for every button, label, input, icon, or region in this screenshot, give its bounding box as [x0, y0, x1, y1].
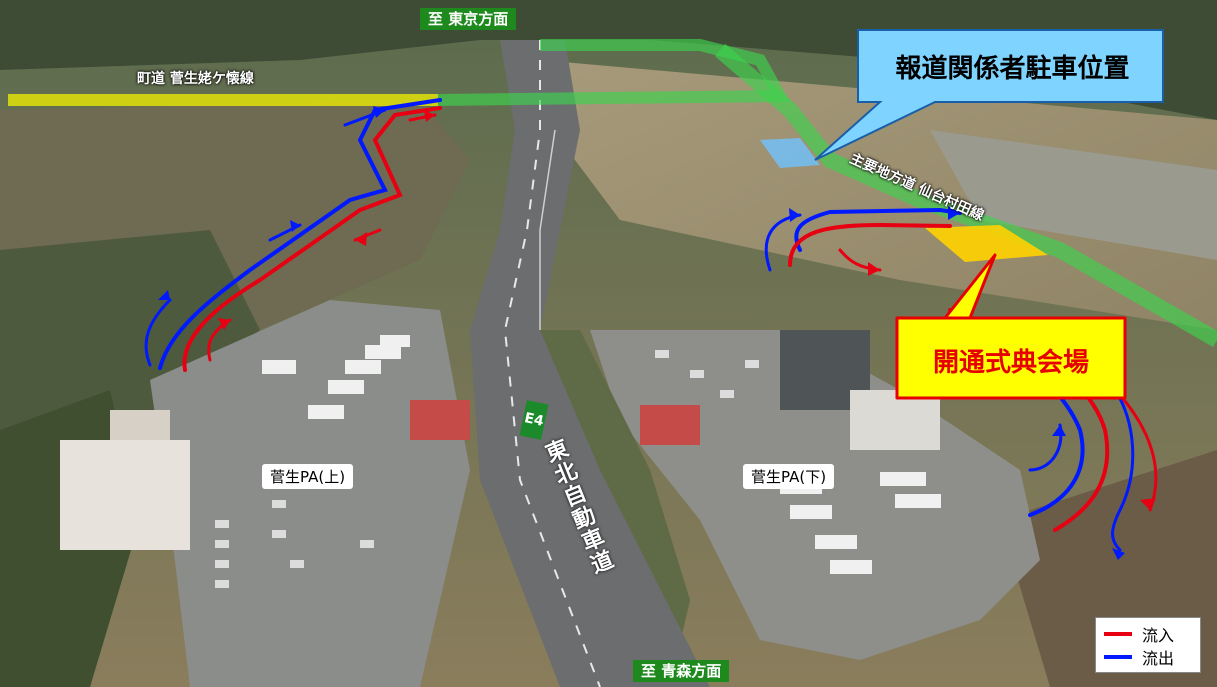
press-parking-callout: 報道関係者駐車位置: [895, 53, 1130, 84]
legend-outflow-label: 流出: [1142, 648, 1175, 668]
inflow-swatch: [1104, 631, 1132, 636]
parking-area-up-label: 菅生PA(上): [262, 464, 354, 489]
parking-area-down-label: 菅生PA(下): [743, 464, 835, 489]
legend-item-inflow: 流入: [1104, 622, 1192, 645]
direction-sign-south: 至 青森方面: [633, 660, 730, 682]
ceremony-venue-callout: 開通式典会場: [932, 347, 1089, 378]
direction-sign-north: 至 東京方面: [420, 8, 517, 30]
legend-inflow-label: 流入: [1142, 625, 1175, 645]
legend-item-outflow: 流出: [1104, 645, 1192, 668]
outflow-swatch: [1104, 654, 1132, 659]
town-road-label: 町道 菅生姥ケ懐線: [137, 71, 254, 87]
flow-legend: 流入 流出: [1095, 617, 1201, 673]
